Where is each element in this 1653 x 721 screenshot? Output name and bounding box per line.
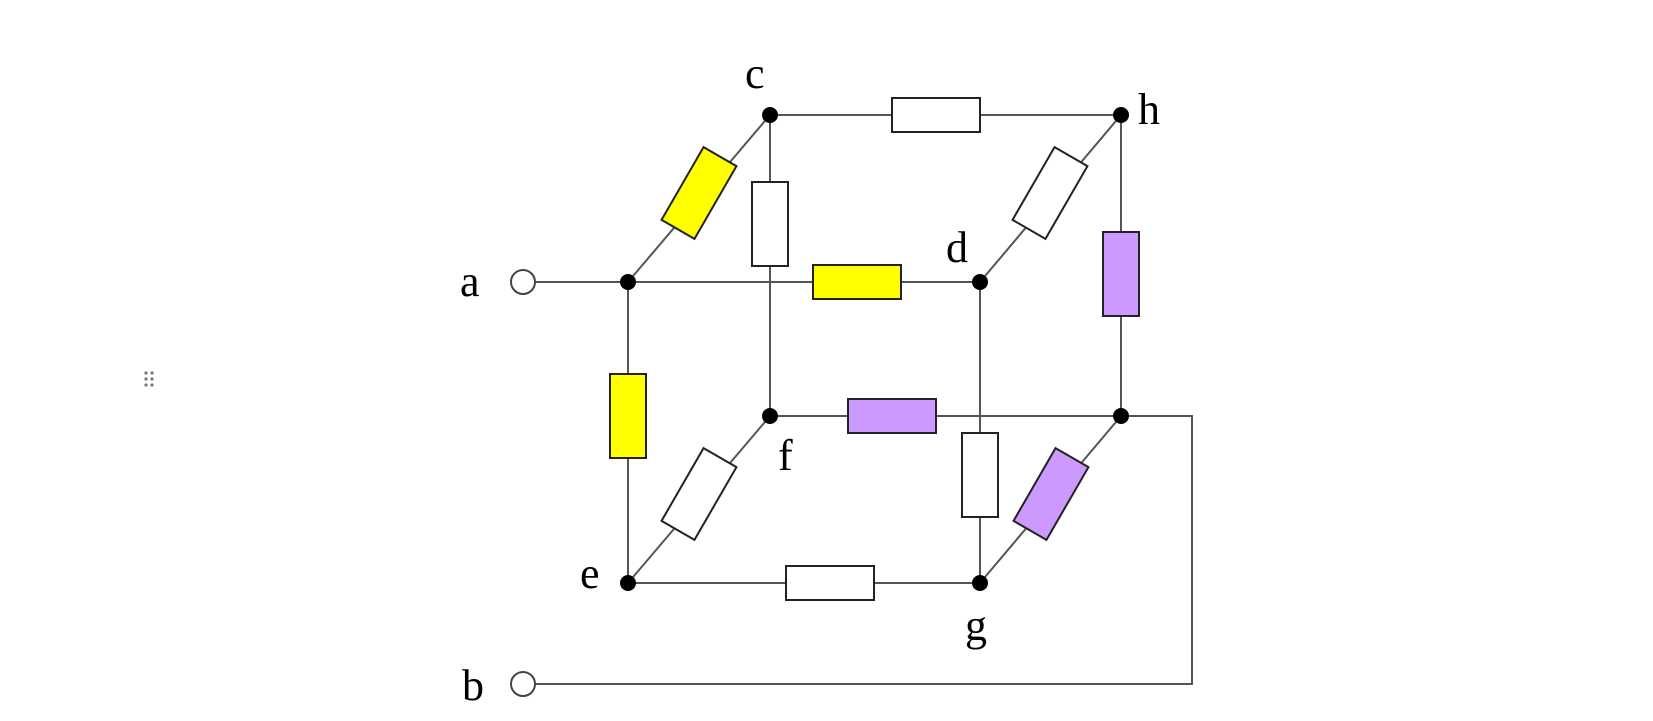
wire-b-return — [534, 415, 1193, 685]
junction-d — [972, 274, 988, 290]
label-e: e — [580, 549, 600, 598]
resistor-g-b — [1012, 446, 1090, 542]
junction-f — [762, 408, 778, 424]
junction-b-inner — [1113, 408, 1129, 424]
junction-e — [620, 575, 636, 591]
resistor-c-h — [891, 97, 981, 133]
terminal-b — [510, 671, 536, 697]
label-c: c — [745, 49, 765, 98]
label-h: h — [1138, 85, 1160, 134]
junction-c — [762, 107, 778, 123]
label-a: a — [460, 257, 480, 306]
node-labels: a b c d e f g h — [460, 49, 1160, 710]
resistors — [609, 97, 1140, 601]
resistor-e-f — [660, 446, 738, 542]
resistor-e-g — [785, 565, 875, 601]
resistor-a-c — [660, 145, 738, 241]
label-g: g — [965, 601, 987, 650]
terminal-a — [510, 269, 536, 295]
junction-g — [972, 575, 988, 591]
resistor-a-d — [812, 264, 902, 300]
resistor-d-g — [961, 432, 999, 518]
label-f: f — [778, 431, 793, 480]
resistor-h-b — [1102, 231, 1140, 317]
junctions — [620, 107, 1129, 591]
junction-a — [620, 274, 636, 290]
resistor-f-b — [847, 398, 937, 434]
label-d: d — [946, 223, 968, 272]
resistor-a-e — [609, 373, 647, 459]
resistor-c-f — [751, 181, 789, 267]
junction-h — [1113, 107, 1129, 123]
label-b: b — [462, 661, 484, 710]
resistor-d-h — [1011, 145, 1089, 241]
drag-handle-icon[interactable] — [143, 370, 155, 388]
